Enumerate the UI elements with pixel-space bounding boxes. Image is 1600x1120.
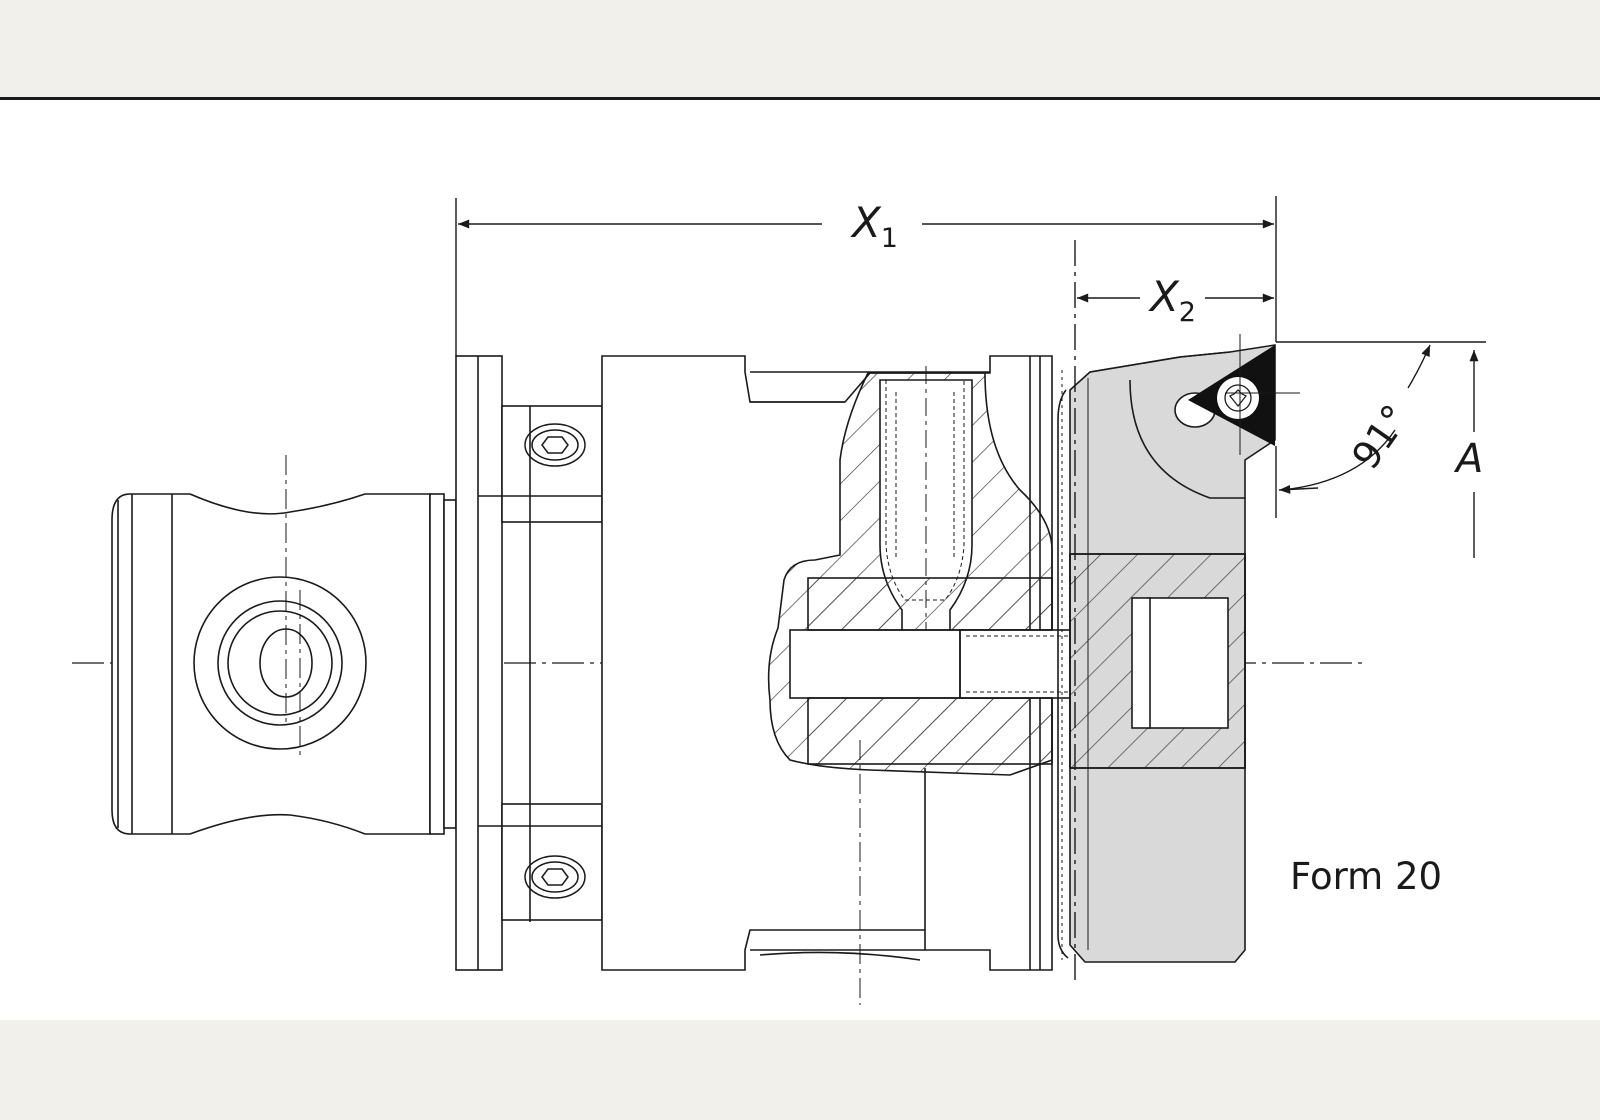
dimension-angle <box>1275 341 1486 558</box>
flange-screw-bottom-icon <box>524 855 586 899</box>
dimension-x1 <box>455 196 1277 356</box>
cross-bore <box>193 576 367 750</box>
dimension-x1-label: X1 <box>850 198 898 254</box>
bottom-band <box>0 1020 1600 1120</box>
dimension-x2 <box>1074 240 1274 986</box>
form-caption: Form 20 <box>1290 855 1443 898</box>
dimension-a-label: A <box>1453 436 1483 482</box>
cutting-insert-icon <box>1174 334 1300 455</box>
flange <box>455 355 603 971</box>
flange-screw-top-icon <box>524 423 586 467</box>
top-band <box>0 0 1600 98</box>
cartridge-head <box>1057 344 1276 963</box>
angle-label: 91° <box>1343 397 1418 477</box>
shank <box>111 455 457 835</box>
dimension-x2-label: X2 <box>1148 272 1196 328</box>
separator-rule <box>0 97 1600 100</box>
